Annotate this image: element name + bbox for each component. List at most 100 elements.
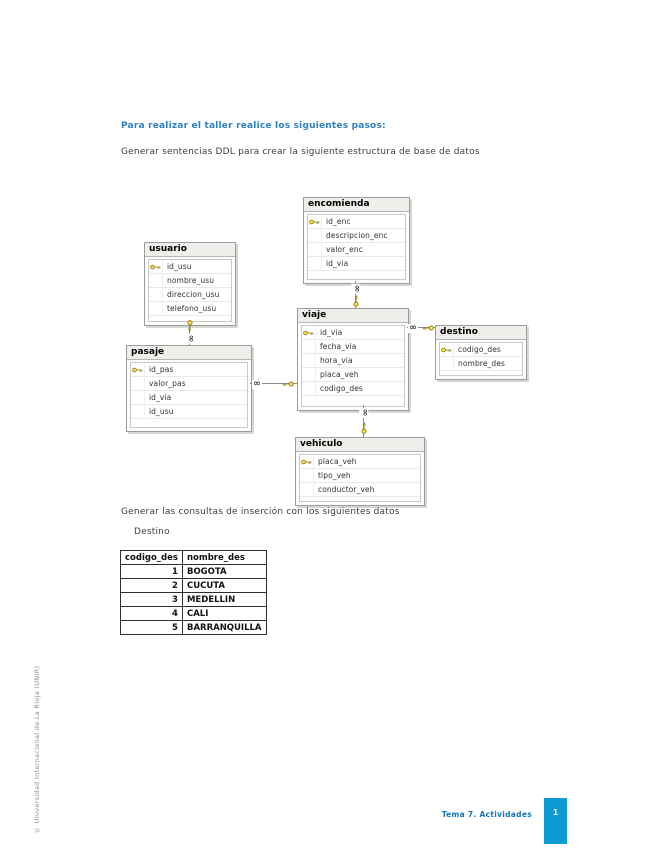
cell-codigo: 5 [120, 620, 183, 635]
step2-text: Generar las consultas de inserción con l… [121, 507, 400, 517]
pk-gutter [131, 391, 145, 404]
pk-gutter [308, 243, 322, 256]
er-table-fields: id_via fecha_via hora_via placa_veh codi… [301, 325, 405, 407]
key-icon [149, 260, 163, 273]
er-empty-row [131, 419, 247, 427]
cell-codigo: 2 [120, 578, 183, 593]
relation-line-usuario-pasaje [189, 320, 190, 345]
er-table-fields: placa_veh tipo_veh conductor_veh [299, 454, 421, 502]
er-field-row: conductor_veh [300, 483, 420, 497]
er-field-name: nombre_des [458, 359, 505, 368]
relation-line-pasaje-viaje [250, 383, 297, 384]
er-field-row: fecha_via [302, 340, 404, 354]
cell-codigo: 3 [120, 592, 183, 607]
er-field-row: nombre_usu [149, 274, 231, 288]
er-field-name: codigo_des [458, 345, 501, 354]
er-field-row: id_via [131, 391, 247, 405]
er-field-row: placa_veh [300, 455, 420, 469]
er-field-name: id_pas [149, 365, 174, 374]
er-field-row: direccion_usu [149, 288, 231, 302]
er-field-name: codigo_des [320, 384, 363, 393]
page-number-badge: 1 [544, 798, 567, 844]
er-field-row: id_usu [131, 405, 247, 419]
er-field-row: valor_enc [308, 243, 405, 257]
er-field-name: placa_veh [318, 457, 357, 466]
er-field-name: nombre_usu [167, 276, 215, 285]
er-field-row: descripcion_enc [308, 229, 405, 243]
er-field-name: conductor_veh [318, 485, 375, 494]
pk-gutter [149, 302, 163, 315]
many-icon: ∞ [408, 322, 418, 333]
destino-data-table: codigo_des nombre_des 1 BOGOTA 2 CUCUTA … [120, 550, 267, 635]
er-empty-row [308, 271, 405, 279]
er-empty-row [300, 497, 420, 501]
er-field-name: id_via [149, 393, 172, 402]
er-table-fields: id_pas valor_pas id_via id_usu [130, 362, 248, 428]
er-field-row: id_enc [308, 215, 405, 229]
table-header-row: codigo_des nombre_des [120, 550, 267, 565]
er-table-encomienda: encomienda id_enc descripcion_enc valor_… [303, 197, 410, 284]
er-table-title: destino [436, 326, 526, 340]
relation-line-viaje-destino [407, 327, 435, 328]
pk-gutter [131, 405, 145, 418]
er-empty-row [302, 396, 404, 406]
key-icon [308, 215, 322, 228]
er-field-row: codigo_des [302, 382, 404, 396]
cell-nombre: BARRANQUILLA [181, 620, 267, 635]
er-field-name: id_via [326, 259, 349, 268]
er-field-name: telefono_usu [167, 304, 217, 313]
er-field-row: hora_via [302, 354, 404, 368]
column-header-nombre-des: nombre_des [181, 550, 267, 565]
key-icon [420, 320, 436, 336]
er-field-row: id_via [308, 257, 405, 271]
er-table-fields: id_usu nombre_usu direccion_usu telefono… [148, 259, 232, 322]
key-icon [440, 343, 454, 356]
pk-gutter [300, 469, 314, 482]
er-field-name: id_usu [149, 407, 174, 416]
er-field-name: fecha_via [320, 342, 357, 351]
many-icon: ∞ [252, 378, 262, 389]
cell-codigo: 4 [120, 606, 183, 621]
er-table-title: usuario [145, 243, 235, 257]
er-table-title: vehiculo [296, 438, 424, 452]
er-field-row: telefono_usu [149, 302, 231, 316]
relation-line-viaje-vehiculo [363, 405, 364, 437]
er-table-viaje: viaje id_via fecha_via hora_via placa_ve… [297, 308, 409, 411]
key-icon [182, 318, 198, 334]
pk-gutter [302, 368, 316, 381]
er-field-row: placa_veh [302, 368, 404, 382]
pk-gutter [308, 257, 322, 270]
pk-gutter [149, 274, 163, 287]
step1-text: Generar sentencias DDL para crear la sig… [121, 147, 480, 157]
er-field-name: id_enc [326, 217, 351, 226]
key-icon [131, 363, 145, 376]
er-field-row: tipo_veh [300, 469, 420, 483]
key-icon [300, 455, 314, 468]
cell-codigo: 1 [120, 564, 183, 579]
pk-gutter [300, 483, 314, 496]
dataset-label: Destino [134, 527, 170, 537]
table-row: 5 BARRANQUILLA [120, 620, 267, 635]
key-icon [302, 326, 316, 339]
er-field-name: descripcion_enc [326, 231, 388, 240]
footer-topic-label: Tema 7. Actividades [441, 810, 532, 819]
er-table-destino: destino codigo_des nombre_des [435, 325, 527, 380]
er-field-name: id_via [320, 328, 343, 337]
er-table-title: viaje [298, 309, 408, 323]
cell-nombre: CALI [181, 606, 267, 621]
relation-line-encomienda-viaje [355, 281, 356, 308]
cell-nombre: BOGOTA [181, 564, 267, 579]
table-row: 1 BOGOTA [120, 564, 267, 579]
er-field-name: valor_pas [149, 379, 186, 388]
pk-gutter [440, 357, 454, 370]
table-row: 2 CUCUTA [120, 578, 267, 593]
pk-gutter [302, 354, 316, 367]
er-empty-row [440, 371, 522, 375]
er-field-name: id_usu [167, 262, 192, 271]
pk-gutter [131, 377, 145, 390]
table-row: 3 MEDELLIN [120, 592, 267, 607]
er-field-name: placa_veh [320, 370, 359, 379]
er-field-row: id_usu [149, 260, 231, 274]
er-table-vehiculo: vehiculo placa_veh tipo_veh conductor_ve… [295, 437, 425, 506]
pk-gutter [149, 288, 163, 301]
